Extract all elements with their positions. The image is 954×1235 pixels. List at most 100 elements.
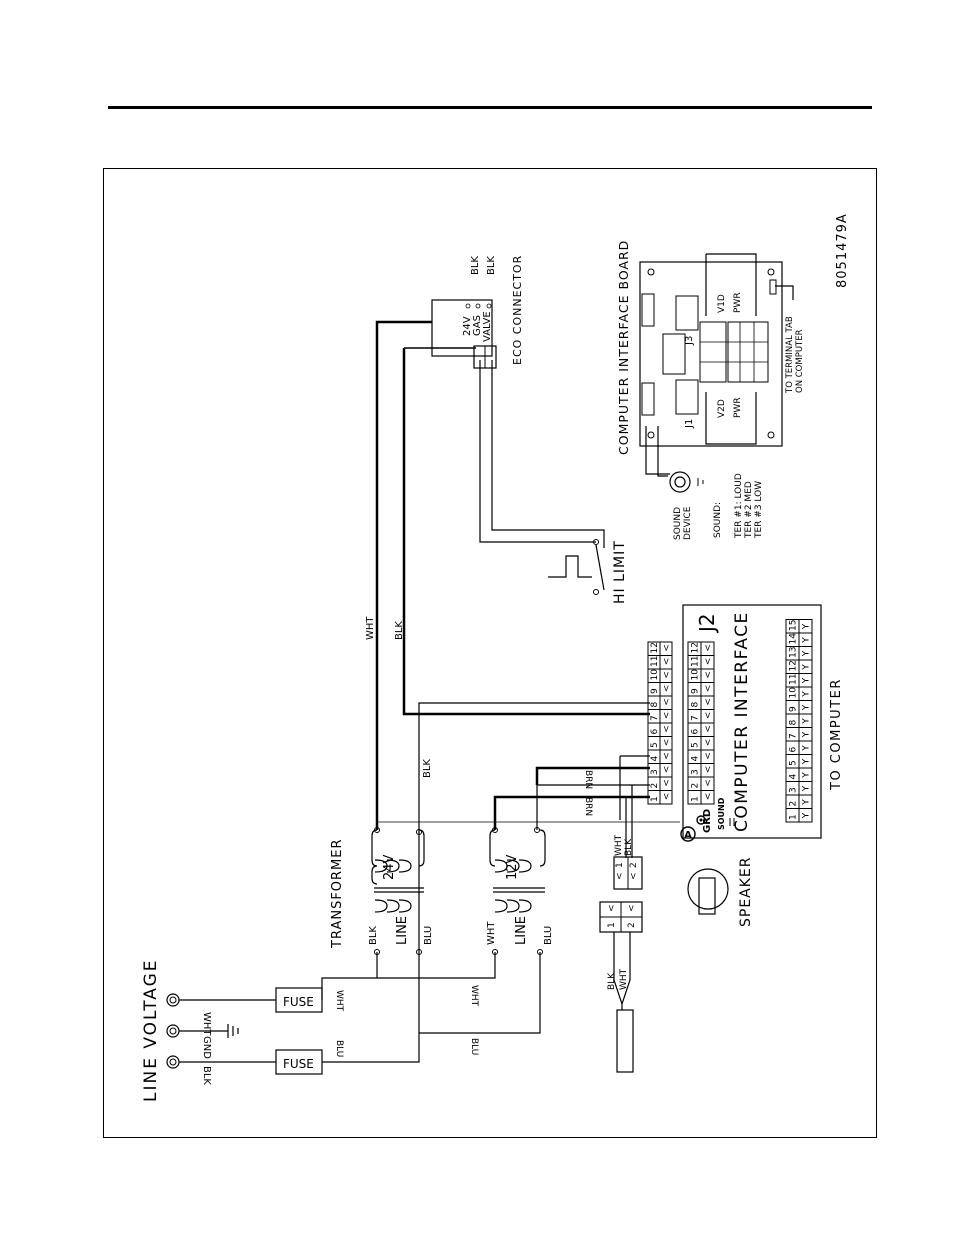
fuses: FUSE FUSE WHT BLU WHT BLU bbox=[275, 985, 479, 1075]
j3-label: J3 bbox=[684, 336, 695, 346]
plug-b-pin2: 2 bbox=[627, 922, 637, 928]
wire-blk-hilimit-b bbox=[491, 360, 605, 548]
label-wht-24v-wire: WHT bbox=[365, 616, 376, 640]
line-voltage-terminals: LINE VOLTAGE WHT GND BLK bbox=[141, 959, 239, 1102]
pin-number: 6 bbox=[650, 729, 660, 735]
pin-number: 15 bbox=[789, 620, 799, 631]
pin-number: 6 bbox=[789, 747, 799, 753]
label-24v: 24V bbox=[382, 854, 397, 880]
pin-number: 2 bbox=[691, 783, 701, 789]
pin-glyph: < bbox=[704, 793, 714, 801]
pin-glyph: < bbox=[662, 658, 672, 666]
diagram-frame bbox=[103, 168, 877, 1138]
svg-text:<: < bbox=[607, 904, 617, 912]
label-line-24: LINE bbox=[395, 916, 410, 945]
label-12v: 12V bbox=[505, 854, 520, 880]
pin-glyph: Y bbox=[802, 664, 812, 671]
wire-sound-device bbox=[645, 426, 670, 477]
pin-number: 4 bbox=[789, 774, 799, 780]
label-blk-eco-b: BLK bbox=[486, 256, 497, 275]
pin-number: 9 bbox=[650, 688, 660, 694]
pin-number: 12 bbox=[650, 642, 660, 653]
label-blu-24: BLU bbox=[423, 926, 434, 945]
pin-number: 7 bbox=[691, 715, 701, 721]
plug-a-wht: WHT bbox=[614, 834, 624, 856]
label-wht-fuse: WHT bbox=[334, 990, 344, 1012]
label-blu-12: BLU bbox=[543, 926, 554, 945]
speaker-label: SPEAKER bbox=[738, 856, 754, 927]
label-blk-pin7-wire: BLK bbox=[422, 759, 433, 778]
pwr-2-label: PWR bbox=[733, 397, 743, 418]
plug-a-pin1: 1 bbox=[615, 862, 625, 868]
gas-valve-gas: GAS bbox=[472, 315, 483, 336]
wire-terminal-tab bbox=[775, 285, 794, 300]
pin-glyph: < bbox=[662, 779, 672, 787]
wire-line-blk bbox=[179, 832, 420, 1063]
label-blk-line: BLK bbox=[201, 1066, 212, 1085]
plug-b-wht: WHT bbox=[619, 968, 629, 990]
terminal-tab-2: ON COMPUTER bbox=[795, 329, 805, 393]
plug-b-pin1: 1 bbox=[607, 922, 617, 928]
label-blu-fuse: BLU bbox=[334, 1040, 344, 1057]
doc-number: 8051479A bbox=[835, 213, 850, 288]
pin-number: 1 bbox=[650, 796, 660, 802]
computer-interface-board: COMPUTER INTERFACE BOARD J3 J1 V1D PWR V… bbox=[616, 213, 850, 455]
pin-number: 7 bbox=[789, 733, 799, 739]
pin-glyph: < bbox=[704, 752, 714, 760]
label-line-12: LINE bbox=[514, 916, 529, 945]
pin-number: 8 bbox=[650, 702, 660, 708]
pin-number: 14 bbox=[789, 633, 799, 645]
j2-label: J2 bbox=[695, 613, 719, 634]
pin-glyph: < bbox=[704, 698, 714, 706]
wire-wht-24v bbox=[375, 320, 432, 830]
pin-number: 13 bbox=[789, 647, 799, 658]
wire-line-blu bbox=[419, 952, 541, 1034]
label-brn-a: BRN bbox=[583, 770, 593, 789]
pin-glyph: Y bbox=[802, 731, 812, 738]
pin-number: 1 bbox=[691, 796, 701, 802]
pin-number: 4 bbox=[650, 756, 660, 762]
pin-glyph: Y bbox=[802, 704, 812, 711]
pin-number: 11 bbox=[650, 656, 660, 667]
pin-glyph: < bbox=[704, 685, 714, 693]
label-gnd: GND bbox=[201, 1036, 212, 1059]
pin-number: 12 bbox=[691, 642, 701, 653]
sound-device-2: DEVICE bbox=[683, 506, 693, 540]
pin-number: 10 bbox=[650, 669, 660, 681]
pin-number: 6 bbox=[691, 729, 701, 735]
label-wht-12: WHT bbox=[486, 921, 497, 945]
pin-glyph: < bbox=[662, 712, 672, 720]
pin-number: 11 bbox=[691, 656, 701, 667]
wire-blk-pin7 bbox=[418, 702, 650, 832]
ter-3: TER #3 LOW bbox=[754, 481, 764, 539]
header-rule bbox=[108, 106, 872, 109]
pin-number: 10 bbox=[789, 687, 799, 699]
pin-number: 10 bbox=[691, 669, 701, 681]
plug-a-pin2: 2 bbox=[629, 862, 639, 868]
j2-connector: J2 COMPUTER INTERFACE TO COMPUTER 1<2<3<… bbox=[647, 604, 844, 842]
plug-a-blk: BLK bbox=[624, 838, 634, 856]
pin-glyph: < bbox=[662, 685, 672, 693]
pin-glyph: < bbox=[662, 752, 672, 760]
fuse-1-label: FUSE bbox=[283, 995, 314, 1009]
pin-glyph: Y bbox=[802, 772, 812, 779]
pin-number: 2 bbox=[789, 801, 799, 807]
eco-connector-label: ECO CONNECTOR bbox=[511, 255, 524, 365]
label-blk-24v-wire: BLK bbox=[394, 621, 405, 640]
wiring bbox=[179, 285, 794, 1063]
terminal-tab-1: TO TERMINAL TAB bbox=[785, 316, 795, 394]
pin-glyph: Y bbox=[802, 637, 812, 644]
pin-glyph: < bbox=[662, 739, 672, 747]
pin-glyph: < bbox=[704, 739, 714, 747]
pin-number: 5 bbox=[691, 742, 701, 748]
pin-glyph: Y bbox=[802, 691, 812, 698]
ground-symbol bbox=[227, 1024, 239, 1038]
label-blk-eco-a: BLK bbox=[470, 256, 481, 275]
ter-1: TER #1: LOUD bbox=[734, 473, 744, 539]
transformer-label: TRANSFORMER bbox=[330, 838, 345, 949]
gas-valve-valve: VALVE bbox=[482, 311, 493, 342]
pin-number: 5 bbox=[789, 760, 799, 766]
pin-glyph: Y bbox=[802, 650, 812, 657]
pin-number: 11 bbox=[789, 674, 799, 685]
